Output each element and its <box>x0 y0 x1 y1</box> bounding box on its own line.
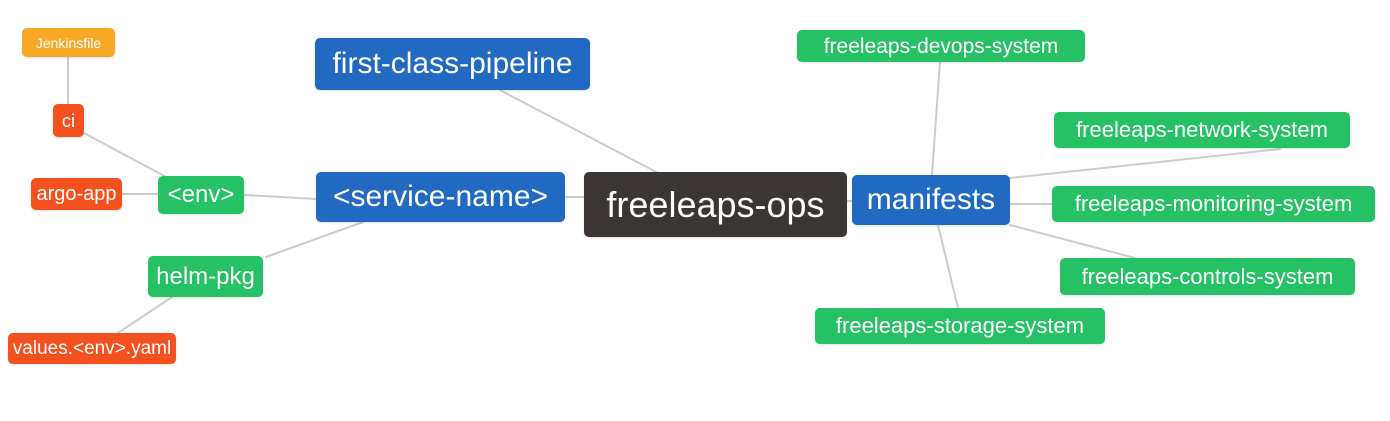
mindmap-node-controls-system[interactable]: freeleaps-controls-system <box>1060 258 1355 295</box>
mindmap-node-argo-app[interactable]: argo-app <box>31 178 122 210</box>
mindmap-node-helm-pkg[interactable]: helm-pkg <box>148 256 263 297</box>
mindmap-node-env[interactable]: <env> <box>158 176 244 214</box>
mindmap-node-devops-system[interactable]: freeleaps-devops-system <box>797 30 1085 62</box>
edge-helm-pkg--service-name <box>265 221 364 258</box>
mindmap-node-values-env-yaml[interactable]: values.<env>.yaml <box>8 333 176 364</box>
mindmap-node-service-name[interactable]: <service-name> <box>316 172 565 222</box>
mindmap-node-monitoring-system[interactable]: freeleaps-monitoring-system <box>1052 186 1375 222</box>
mindmap-node-manifests[interactable]: manifests <box>852 175 1010 225</box>
edge-manifests--controls-system <box>1009 224 1136 259</box>
mindmap-node-ci[interactable]: ci <box>53 104 84 137</box>
edge-first-class-pipeline--freeleaps-ops <box>499 89 659 174</box>
mindmap-node-freeleaps-ops[interactable]: freeleaps-ops <box>584 172 847 237</box>
edge-values-env-yaml--helm-pkg <box>117 296 173 334</box>
mindmap-node-network-system[interactable]: freeleaps-network-system <box>1054 112 1350 148</box>
edge-ci--env <box>81 131 171 180</box>
mindmap-node-first-class-pipeline[interactable]: first-class-pipeline <box>315 38 590 90</box>
edge-manifests--storage-system <box>937 224 959 309</box>
mindmap-node-jenkinsfile[interactable]: Jenkinsfile <box>22 28 115 57</box>
edge-manifests--devops-system <box>931 61 941 176</box>
edge-env--service-name <box>243 194 317 200</box>
edge-manifests--network-system <box>1009 148 1281 179</box>
mindmap-node-storage-system[interactable]: freeleaps-storage-system <box>815 308 1105 344</box>
